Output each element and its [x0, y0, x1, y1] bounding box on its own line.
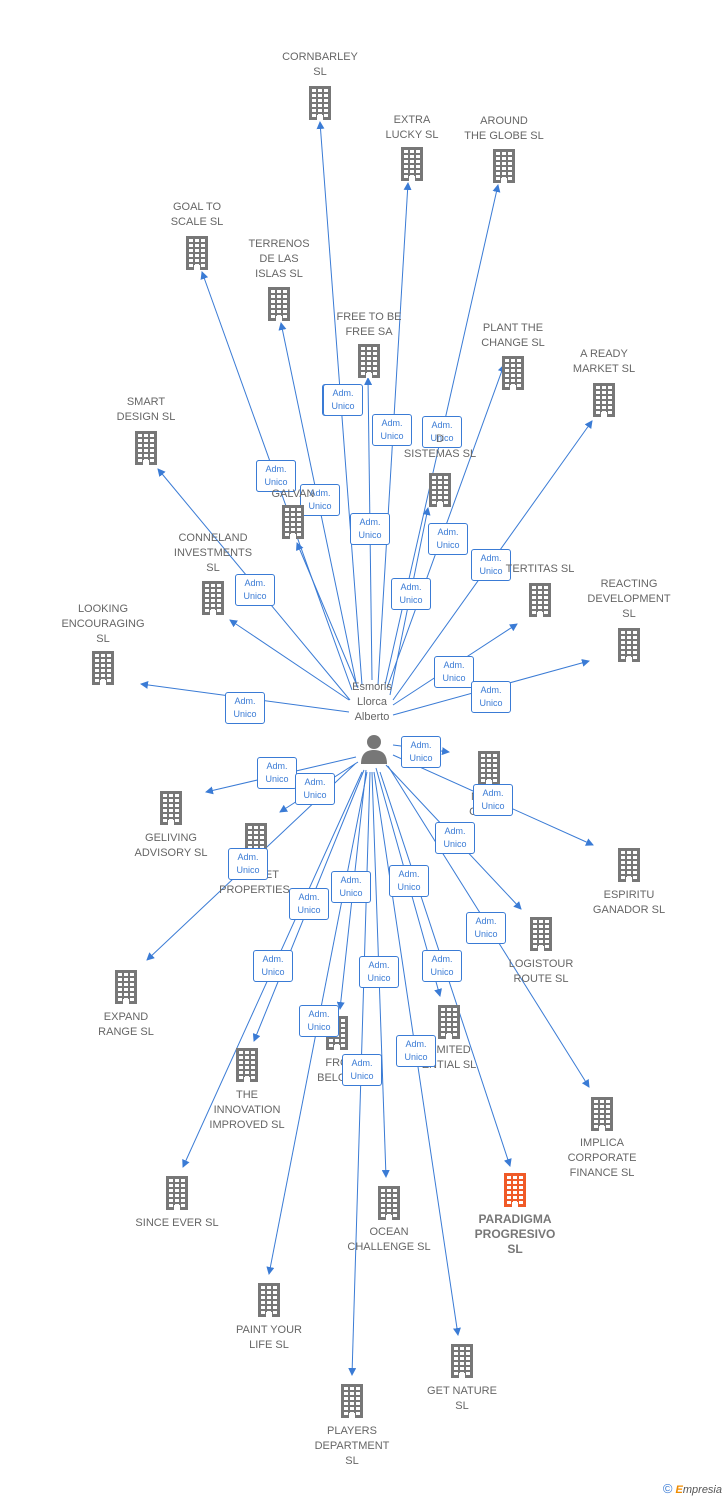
role-badge: Adm. Unico [323, 384, 363, 416]
company-name[interactable]: CONNELAND INVESTMENTS SL [173, 532, 253, 574]
brand-logo-text: mpresia [682, 1484, 722, 1496]
role-badge: Adm. Unico [225, 692, 265, 724]
role-badge: Adm. Unico [434, 656, 474, 688]
role-badge: Adm. Unico [401, 736, 441, 768]
role-badge: Adm. Unico [350, 513, 390, 545]
company-building-icon[interactable] [615, 628, 643, 662]
company-name[interactable]: GOAL TO SCALE SL [170, 201, 224, 228]
company-building-icon[interactable] [233, 1048, 261, 1082]
company-name[interactable]: D SISTEMAS SL [403, 433, 477, 460]
brand-logo-initial: E [675, 1484, 683, 1496]
role-badge: Adm. Unico [428, 523, 468, 555]
company-building-icon[interactable] [475, 751, 503, 785]
role-badge: Adm. Unico [331, 871, 371, 903]
company-building-icon[interactable] [426, 473, 454, 507]
company-name[interactable]: A READY MARKET SL [572, 348, 636, 375]
company-building-icon[interactable] [490, 149, 518, 183]
role-badge: Adm. Unico [253, 950, 293, 982]
role-badge: Adm. Unico [257, 757, 297, 789]
company-building-icon[interactable] [279, 505, 307, 539]
company-name[interactable]: FREE TO BE FREE SA [336, 311, 402, 338]
company-building-icon[interactable] [183, 236, 211, 270]
company-name[interactable]: PLAYERS DEPARTMENT SL [314, 1425, 390, 1467]
company-name[interactable]: PLANT THE CHANGE SL [481, 322, 545, 349]
company-name[interactable]: LOOKING ENCOURAGING SL [61, 603, 145, 645]
company-name[interactable]: CORNBARLEY SL [282, 51, 358, 78]
company-building-icon[interactable] [448, 1344, 476, 1378]
role-badge: Adm. Unico [289, 888, 329, 920]
company-name[interactable]: GALVAN [271, 488, 315, 500]
role-badge: Adm. Unico [396, 1035, 436, 1067]
company-building-icon[interactable] [199, 581, 227, 615]
company-building-icon[interactable] [435, 1005, 463, 1039]
company-building-icon[interactable] [588, 1097, 616, 1131]
company-building-icon[interactable] [89, 651, 117, 685]
company-building-icon[interactable] [501, 1173, 529, 1207]
company-name[interactable]: EXTRA LUCKY SL [385, 114, 439, 141]
company-name[interactable]: REACTING DEVELOPMENT SL [587, 578, 671, 620]
company-name[interactable]: ESPIRITU GANADOR SL [592, 889, 666, 916]
relation-edge [296, 542, 359, 689]
company-building-icon[interactable] [265, 287, 293, 321]
role-badge: Adm. Unico [473, 784, 513, 816]
company-name[interactable]: TERRENOS DE LAS ISLAS SL [248, 238, 310, 280]
role-badge: Adm. Unico [228, 848, 268, 880]
company-building-icon[interactable] [527, 917, 555, 951]
role-badge: Adm. Unico [422, 950, 462, 982]
company-name[interactable]: IMPLICA CORPORATE FINANCE SL [567, 1137, 637, 1179]
role-badge: Adm. Unico [471, 549, 511, 581]
company-building-icon[interactable] [157, 791, 185, 825]
person-icon[interactable] [360, 733, 388, 765]
role-badge: Adm. Unico [435, 822, 475, 854]
company-name[interactable]: EXPAND RANGE SL [98, 1011, 154, 1038]
company-building-icon[interactable] [338, 1384, 366, 1418]
role-badge: Adm. Unico [466, 912, 506, 944]
role-badge: Adm. Unico [422, 416, 462, 448]
company-name[interactable]: SMART DESIGN SL [116, 396, 176, 423]
company-name[interactable]: TERTITAS SL [505, 563, 575, 575]
role-badge: Adm. Unico [235, 574, 275, 606]
role-badge: Adm. Unico [391, 578, 431, 610]
company-name[interactable]: AROUND THE GLOBE SL [464, 115, 544, 142]
role-badge: Adm. Unico [342, 1054, 382, 1086]
person-name[interactable]: Esmoris Llorca Alberto [352, 681, 392, 723]
copyright-icon: © [662, 1481, 673, 1496]
company-building-icon[interactable] [163, 1176, 191, 1210]
company-building-icon[interactable] [306, 86, 334, 120]
company-building-icon[interactable] [255, 1283, 283, 1317]
role-badge: Adm. Unico [299, 1005, 339, 1037]
role-badge: Adm. Unico [295, 773, 335, 805]
role-badge: Adm. Unico [471, 681, 511, 713]
company-building-icon[interactable] [590, 383, 618, 417]
company-building-icon[interactable] [398, 147, 426, 181]
relation-edge [229, 619, 350, 701]
company-building-icon[interactable] [375, 1186, 403, 1220]
company-name[interactable]: LOGISTOUR ROUTE SL [508, 958, 574, 985]
company-building-icon[interactable] [615, 848, 643, 882]
company-name[interactable]: PARADIGMA PROGRESIVO SL [474, 1212, 556, 1256]
company-name[interactable]: THE INNOVATION IMPROVED SL [209, 1089, 285, 1131]
company-name[interactable]: OCEAN CHALLENGE SL [347, 1226, 431, 1253]
role-badge: Adm. Unico [300, 484, 340, 516]
company-name[interactable]: SINCE EVER SL [135, 1217, 219, 1229]
role-badge: Adm. Unico [359, 956, 399, 988]
company-name[interactable]: GELIVING ADVISORY SL [134, 832, 208, 859]
role-badge: Adm. Unico [372, 414, 412, 446]
company-name[interactable]: GET NATURE SL [427, 1385, 497, 1412]
company-name[interactable]: PAINT YOUR LIFE SL [235, 1324, 303, 1351]
company-building-icon[interactable] [112, 970, 140, 1004]
company-building-icon[interactable] [132, 431, 160, 465]
role-badge: Adm. Unico [389, 865, 429, 897]
role-badge: Adm. Unico [256, 460, 296, 492]
company-building-icon[interactable] [499, 356, 527, 390]
company-building-icon[interactable] [526, 583, 554, 617]
company-building-icon[interactable] [355, 344, 383, 378]
footer-brand: © Empresia [663, 1481, 722, 1496]
